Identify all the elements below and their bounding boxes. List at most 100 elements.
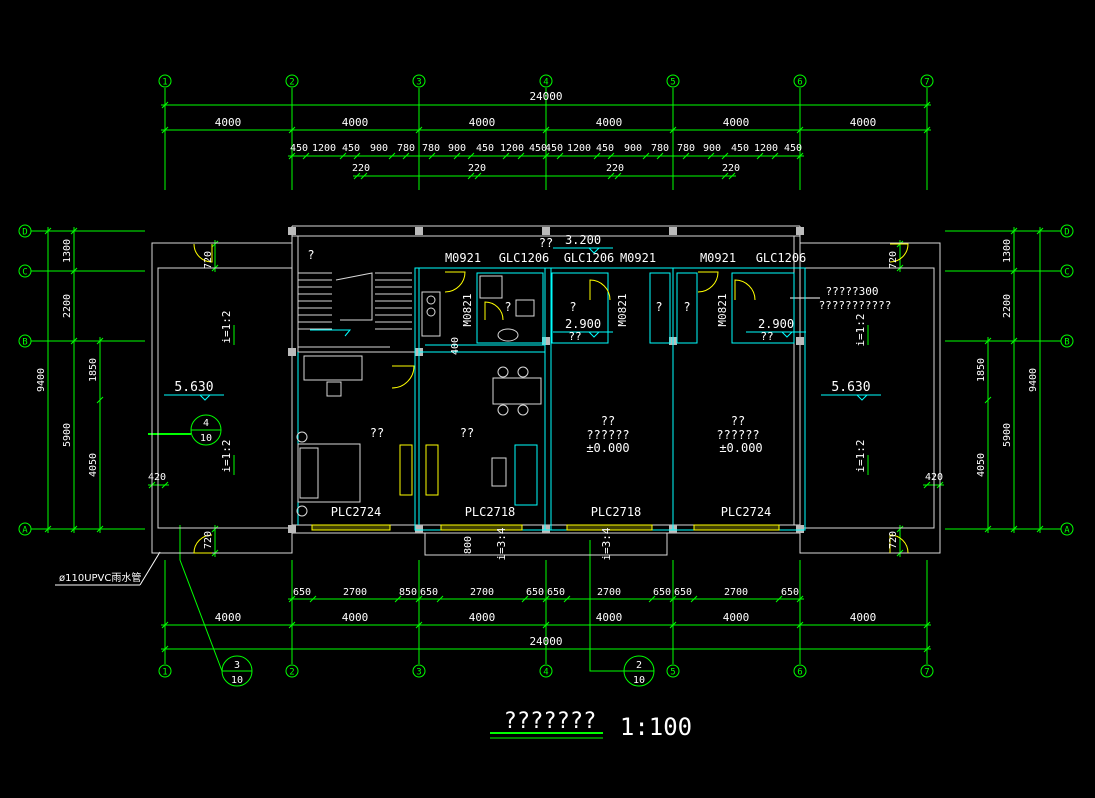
section-mark-3-num: 3 — [234, 660, 240, 671]
slope-right-top: i=1:2 — [854, 313, 867, 346]
bottom-detail-9: 650 — [653, 587, 671, 598]
wall-left-wing-inner — [157, 267, 293, 529]
partition-closet-2 — [676, 272, 698, 344]
top-bay-dimensions: 4000 4000 4000 4000 4000 4000 — [215, 116, 877, 129]
left-outer-total: 9400 — [36, 368, 47, 392]
room-label-toilet-small-1: ?? — [568, 330, 581, 343]
window-labels: PLC2724 PLC2718 PLC2718 PLC2724 — [331, 505, 772, 519]
right-seg-1850: 1850 — [976, 358, 987, 382]
dim-top-detail-tick-2 — [339, 152, 347, 160]
canopy-outline — [424, 532, 668, 556]
axis-6-bottom: 6 — [797, 668, 802, 678]
top-detail-10: 450 — [529, 143, 547, 154]
lamp-1 — [296, 431, 308, 443]
sofa-top — [303, 355, 363, 381]
room-label-bedroom: ?? — [370, 426, 384, 440]
dim-top-sub-tick-2 — [467, 172, 475, 180]
door-label-glc1206-3: GLC1206 — [756, 251, 807, 265]
elevation-triangle-3 — [587, 331, 601, 338]
dim-top-sub-tick-7 — [728, 172, 736, 180]
dim-bottom-bays-tick-1 — [288, 621, 296, 629]
slope-canopy-right: i=3:4 — [600, 527, 613, 560]
dim-right-inner-tick-2 — [984, 525, 992, 533]
axis-1-top: 1 — [162, 78, 167, 88]
stove-1 — [426, 295, 436, 305]
dim-top-total-tick-0 — [161, 101, 169, 109]
top-bay-4: 4000 — [596, 116, 623, 129]
elevation-roof-left: 5.630 — [174, 380, 213, 395]
dim-left-mid-tick-1 — [70, 267, 78, 275]
left-bottom-720: 720 — [203, 531, 214, 549]
bottom-detail-3: 850 — [399, 587, 417, 598]
door-swing-6 — [484, 301, 504, 321]
canopy-depth-dimension: 800 — [463, 536, 474, 554]
kitchen-counter — [421, 291, 441, 337]
axis-b-right: B — [1064, 338, 1069, 348]
door-label-m0821-3: M0821 — [716, 293, 729, 326]
top-detail-15: 780 — [651, 143, 669, 154]
top-bay-6: 4000 — [850, 116, 877, 129]
dim-top-detail-tick-8 — [467, 152, 475, 160]
bathtub — [479, 275, 503, 299]
doors-and-windows — [193, 243, 909, 554]
door-label-m0821-1: M0821 — [461, 293, 474, 326]
elevation-roof-right: 5.630 — [831, 380, 870, 395]
right-top-720: 720 — [888, 251, 899, 269]
door-label-m0921-2: M0921 — [620, 251, 656, 265]
window-label-plc2718-2: PLC2718 — [591, 505, 642, 519]
room-label-stair: ? — [307, 248, 314, 262]
top-bay-3: 4000 — [469, 116, 496, 129]
dim-left-top-720-tick-0 — [211, 240, 219, 248]
room-labels: ? ?? ? ? ? ? ?? ?? ?? ?? ?? ?????? ?? ??… — [307, 236, 773, 442]
axis-4-bottom: 4 — [543, 668, 548, 678]
dim-bottom-bays-tick-4 — [669, 621, 677, 629]
bottom-detail-10: 650 — [674, 587, 692, 598]
axis-d-left: D — [22, 228, 27, 238]
dim-top-bays-tick-1 — [288, 126, 296, 134]
elevation-top-center: 3.200 — [565, 233, 601, 247]
dim-bottom-detail-tick-10 — [690, 595, 698, 603]
dim-top-detail-tick-15 — [642, 152, 650, 160]
section-mark-4-num: 4 — [203, 418, 209, 429]
dim-right-outer-tick-1 — [1036, 525, 1044, 533]
bottom-detail-5: 2700 — [470, 587, 494, 598]
door-label-m0821-2: M0821 — [616, 293, 629, 326]
bottom-bay-dimensions: 4000 4000 4000 4000 4000 4000 — [215, 611, 877, 624]
window-label-plc2718-1: PLC2718 — [465, 505, 516, 519]
door-swing-1 — [444, 271, 466, 293]
dim-bottom-bays-tick-5 — [796, 621, 804, 629]
dim-bottom-detail-tick-11 — [775, 595, 783, 603]
column-11 — [415, 525, 423, 533]
top-detail-18: 450 — [731, 143, 749, 154]
door-label-m0921-1: M0921 — [445, 251, 481, 265]
dim-bottom-total-tick-1 — [923, 645, 931, 653]
bed-pillow — [299, 447, 319, 499]
top-sub-dimensions: 220 220 220 220 — [352, 163, 740, 174]
door-swing-5 — [391, 365, 415, 389]
section-mark-3-sheet: 10 — [231, 675, 243, 686]
dim-left-outer-tick-0 — [44, 227, 52, 235]
dim-left-bottom-720-tick-0 — [211, 525, 219, 533]
room-label-toilet-1: ? — [504, 300, 511, 314]
door-label-glc1206-2: GLC1206 — [564, 251, 615, 265]
stair-arrow — [310, 329, 352, 337]
dim-left-outer-tick-1 — [44, 525, 52, 533]
stove-2 — [426, 307, 436, 317]
room-label-toilet-3: ? — [683, 300, 690, 314]
dim-bottom-total-tick-0 — [161, 645, 169, 653]
top-detail-19: 1200 — [754, 143, 778, 154]
dim-top-bays-tick-0 — [161, 126, 169, 134]
dim-top-detail-tick-11 — [542, 152, 550, 160]
room-label-hall-1-b: ?????? — [586, 428, 629, 442]
elevation-triangle-2 — [587, 247, 601, 254]
partition-unit-2 — [544, 267, 806, 531]
bottom-detail-2: 2700 — [343, 587, 367, 598]
top-detail-5: 780 — [397, 143, 415, 154]
partition-bath-1 — [476, 272, 544, 344]
dim-left-mid-tick-0 — [70, 227, 78, 235]
axis-labels-right: D C B A — [1060, 224, 1074, 536]
dim-right-mid-tick-0 — [1010, 227, 1018, 235]
walls — [151, 225, 941, 556]
dim-right-inner-tick-0 — [984, 337, 992, 345]
